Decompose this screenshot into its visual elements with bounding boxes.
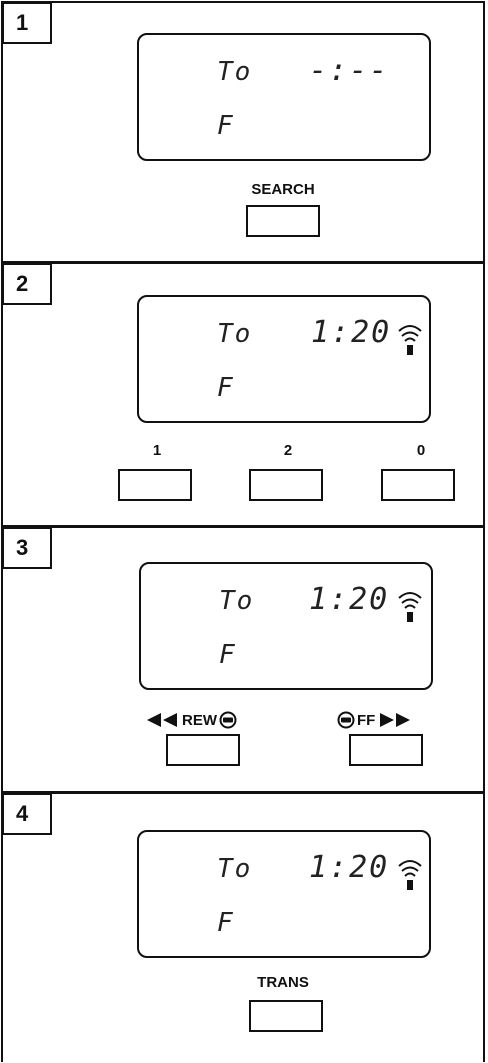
rew-label: REW	[182, 711, 217, 729]
lcd-display: To -:-- F	[137, 33, 431, 161]
ff-button[interactable]	[349, 734, 423, 766]
button-1-label: 1	[152, 442, 162, 459]
field-readout: F	[217, 111, 233, 141]
trans-label: TRANS	[257, 974, 309, 991]
step-number: 2	[2, 263, 52, 305]
tape-icon	[337, 711, 355, 729]
signal-icon	[398, 592, 422, 622]
search-button[interactable]	[246, 205, 320, 237]
rew-button[interactable]	[166, 734, 240, 766]
step-1-panel: 1 To -:-- F SEARCH	[1, 1, 485, 263]
channel-readout: To	[219, 586, 255, 616]
ff-label-group: FF	[337, 710, 414, 730]
time-readout: 1:20	[311, 315, 392, 350]
trans-button[interactable]	[249, 1000, 323, 1032]
tape-icon	[219, 711, 237, 729]
button-2[interactable]	[249, 469, 323, 501]
lcd-display: To 1:20 F	[137, 830, 431, 958]
step-4-panel: 4 To 1:20 F TRANS	[1, 792, 485, 1062]
lcd-display: To 1:20 F	[139, 562, 433, 690]
step-number: 4	[2, 793, 52, 835]
fast-forward-icon	[380, 713, 411, 727]
lcd-display: To 1:20 F	[137, 295, 431, 423]
channel-readout: To	[217, 57, 253, 87]
rew-label-group: REW	[143, 710, 237, 730]
step-number: 3	[2, 527, 52, 569]
field-readout: F	[217, 373, 233, 403]
button-2-label: 2	[283, 442, 293, 459]
search-label: SEARCH	[251, 181, 315, 198]
step-2-panel: 2 To 1:20 F 1 2 0	[1, 262, 485, 527]
channel-readout: To	[217, 854, 253, 884]
field-readout: F	[217, 908, 233, 938]
step-3-panel: 3 To 1:20 F REW FF	[1, 526, 485, 793]
button-0[interactable]	[381, 469, 455, 501]
signal-icon	[398, 860, 422, 890]
rewind-icon	[147, 713, 177, 727]
time-readout: 1:20	[309, 850, 390, 885]
button-1[interactable]	[118, 469, 192, 501]
step-number: 1	[2, 2, 52, 44]
time-readout: 1:20	[309, 582, 390, 617]
signal-icon	[398, 325, 422, 355]
ff-label: FF	[357, 711, 376, 729]
channel-readout: To	[217, 319, 253, 349]
field-readout: F	[219, 640, 235, 670]
button-0-label: 0	[416, 442, 426, 459]
time-readout: -:--	[309, 53, 390, 88]
